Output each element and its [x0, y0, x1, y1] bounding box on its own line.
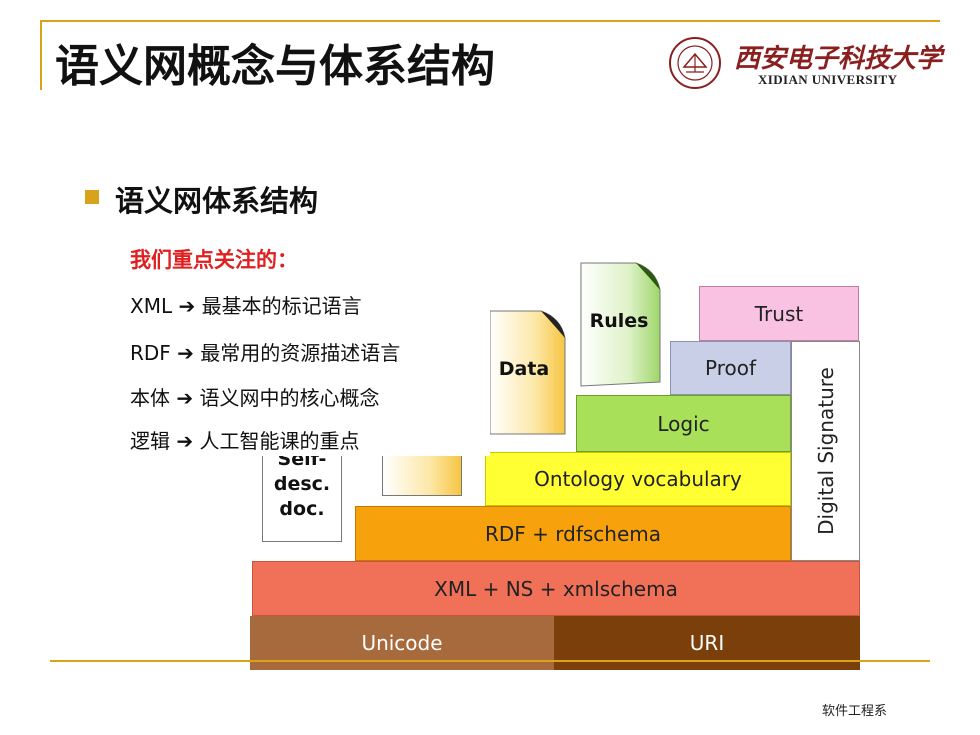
arrow-icon: ➔: [177, 341, 194, 365]
point-ontology: 本体 ➔ 语义网中的核心概念: [130, 382, 379, 411]
layer-xml: XML + NS + xmlschema: [252, 561, 860, 616]
heading-bullet: [85, 190, 99, 204]
slide-title: 语义网概念与体系结构: [55, 41, 495, 92]
university-name-en: XIDIAN UNIVERSITY: [758, 72, 898, 87]
point-rdf: RDF ➔ 最常用的资源描述语言: [130, 337, 400, 366]
layer-trust: Trust: [699, 286, 859, 341]
arrow-icon: ➔: [176, 386, 194, 410]
point-term: 逻辑: [130, 429, 170, 453]
footer-department: 软件工程系: [822, 704, 888, 719]
section-heading: 语义网体系结构: [115, 184, 319, 218]
data-document-icon: [489, 310, 566, 435]
university-name-cn: 西安电子科技大学: [734, 44, 943, 74]
point-xml: XML ➔ 最基本的标记语言: [130, 290, 362, 319]
left-rule: [40, 20, 42, 90]
bottom-rule: [50, 660, 930, 662]
self-desc-label: Self- desc. doc.: [273, 448, 331, 520]
data-label: Data: [498, 358, 550, 380]
arrow-icon: ➔: [178, 294, 196, 318]
point-desc: 人工智能课的重点: [199, 429, 360, 453]
point-term: XML: [130, 294, 173, 318]
digital-signature-label: Digital Signature: [813, 367, 838, 535]
layer-rdf: RDF + rdfschema: [355, 506, 791, 561]
arrow-icon: ➔: [176, 429, 194, 453]
rules-document-icon: [580, 262, 661, 387]
focus-subtitle: 我们重点关注的：: [130, 248, 298, 272]
point-logic: 逻辑 ➔ 人工智能课的重点: [130, 425, 359, 454]
layer-digital-signature: Digital Signature: [791, 341, 860, 561]
text-overlay: [120, 238, 490, 456]
layer-logic: Logic: [576, 395, 791, 452]
rules-label: Rules: [589, 310, 649, 332]
layer-proof: Proof: [670, 341, 791, 395]
point-term: RDF: [130, 341, 171, 365]
layer-ontology: Ontology vocabulary: [485, 452, 791, 506]
university-seal-icon: [669, 37, 721, 89]
point-term: 本体: [130, 386, 170, 410]
top-rule: [40, 20, 940, 22]
point-desc: 语义网中的核心概念: [199, 386, 380, 410]
point-desc: 最常用的资源描述语言: [200, 341, 401, 365]
point-desc: 最基本的标记语言: [201, 294, 362, 318]
